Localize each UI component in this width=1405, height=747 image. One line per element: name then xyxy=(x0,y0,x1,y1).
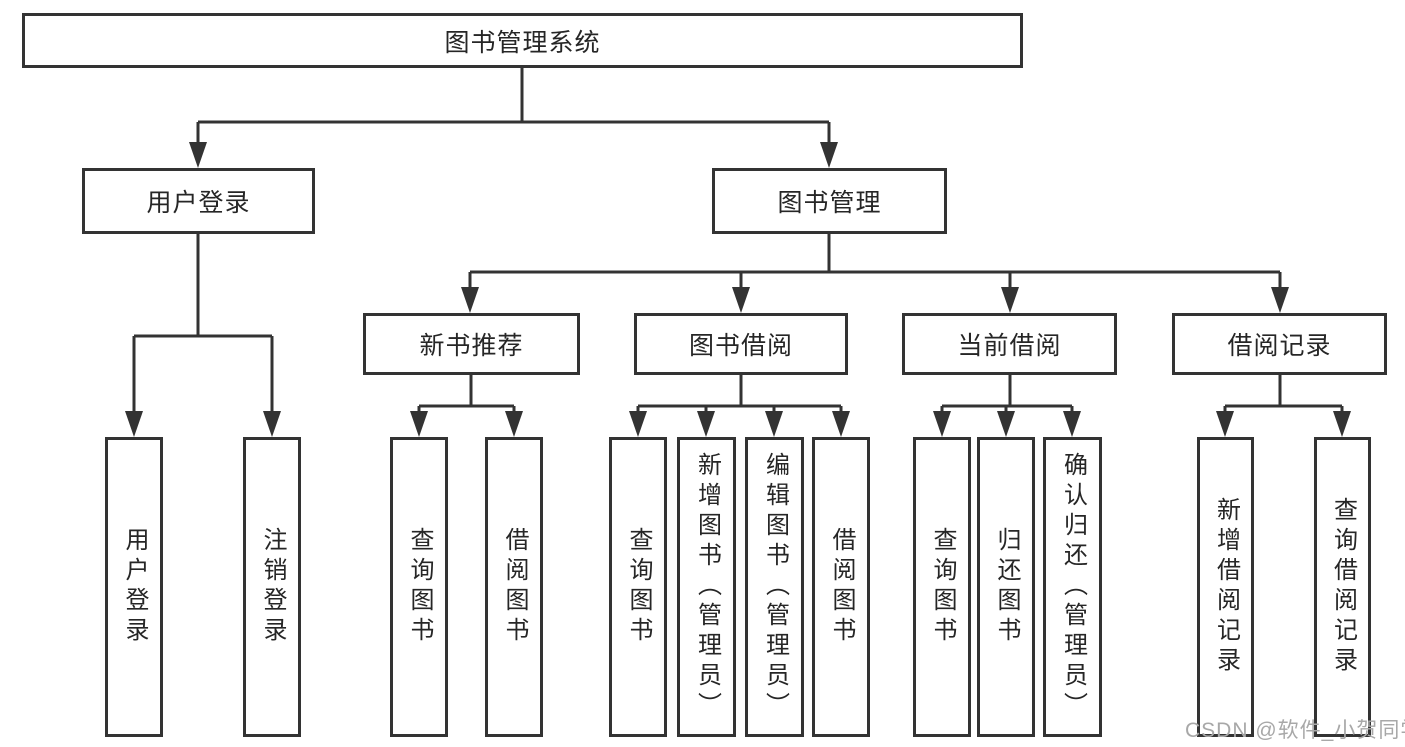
node-user-login: 用户登录 xyxy=(82,168,315,234)
arrow-down-icon xyxy=(732,287,750,313)
leaf-query-books-current: 查询图书 xyxy=(913,437,971,737)
node-root-system: 图书管理系统 xyxy=(22,13,1023,68)
leaf-query-books-borrowing: 查询图书 xyxy=(609,437,667,737)
arrow-down-icon xyxy=(1216,411,1234,437)
leaf-query-borrow-record: 查询借阅记录 xyxy=(1314,437,1371,737)
leaf-label: 确认归还（管理员） xyxy=(1059,452,1087,722)
leaf-label: 查询图书 xyxy=(625,527,652,647)
arrow-down-icon xyxy=(1001,287,1019,313)
node-current-borrowing: 当前借阅 xyxy=(902,313,1117,375)
leaf-query-books-recommend: 查询图书 xyxy=(390,437,448,737)
arrow-down-icon xyxy=(189,142,207,168)
arrow-down-icon xyxy=(629,411,647,437)
leaf-label: 查询图书 xyxy=(406,527,433,647)
node-borrowing-records: 借阅记录 xyxy=(1172,313,1387,375)
leaf-logout: 注销登录 xyxy=(243,437,301,737)
leaf-label: 查询图书 xyxy=(929,527,956,647)
leaf-borrow-books: 借阅图书 xyxy=(812,437,870,737)
arrow-down-icon xyxy=(461,287,479,313)
leaf-label: 借阅图书 xyxy=(501,527,528,647)
leaf-confirm-return-admin: 确认归还（管理员） xyxy=(1043,437,1102,737)
leaf-edit-books-admin: 编辑图书（管理员） xyxy=(745,437,804,737)
leaf-borrow-books-recommend: 借阅图书 xyxy=(485,437,543,737)
arrow-down-icon xyxy=(997,411,1015,437)
leaf-label: 归还图书 xyxy=(993,527,1020,647)
leaf-add-borrow-record: 新增借阅记录 xyxy=(1197,437,1254,737)
leaf-label: 注销登录 xyxy=(259,527,286,647)
arrow-down-icon xyxy=(410,411,428,437)
leaf-return-books: 归还图书 xyxy=(977,437,1035,737)
arrow-down-icon xyxy=(697,411,715,437)
leaf-label: 用户登录 xyxy=(121,527,148,647)
node-new-book-recommend: 新书推荐 xyxy=(363,313,580,375)
arrow-down-icon xyxy=(1333,411,1351,437)
arrow-down-icon xyxy=(933,411,951,437)
arrow-down-icon xyxy=(1271,287,1289,313)
arrow-down-icon xyxy=(1063,411,1081,437)
leaf-user-login: 用户登录 xyxy=(105,437,163,737)
node-book-management: 图书管理 xyxy=(712,168,947,234)
arrow-down-icon xyxy=(505,411,523,437)
arrow-down-icon xyxy=(832,411,850,437)
leaf-label: 新增借阅记录 xyxy=(1212,497,1240,677)
arrow-down-icon xyxy=(263,411,281,437)
arrow-down-icon xyxy=(820,142,838,168)
leaf-label: 新增图书（管理员） xyxy=(693,452,721,722)
leaf-label: 借阅图书 xyxy=(828,527,855,647)
leaf-label: 查询借阅记录 xyxy=(1329,497,1357,677)
node-book-borrowing: 图书借阅 xyxy=(634,313,848,375)
arrow-down-icon xyxy=(125,411,143,437)
arrow-down-icon xyxy=(765,411,783,437)
leaf-add-books-admin: 新增图书（管理员） xyxy=(677,437,736,737)
watermark: CSDN @软件_小贺同学 xyxy=(1185,719,1405,742)
arrowheads xyxy=(125,142,1351,437)
leaf-label: 编辑图书（管理员） xyxy=(761,452,789,722)
